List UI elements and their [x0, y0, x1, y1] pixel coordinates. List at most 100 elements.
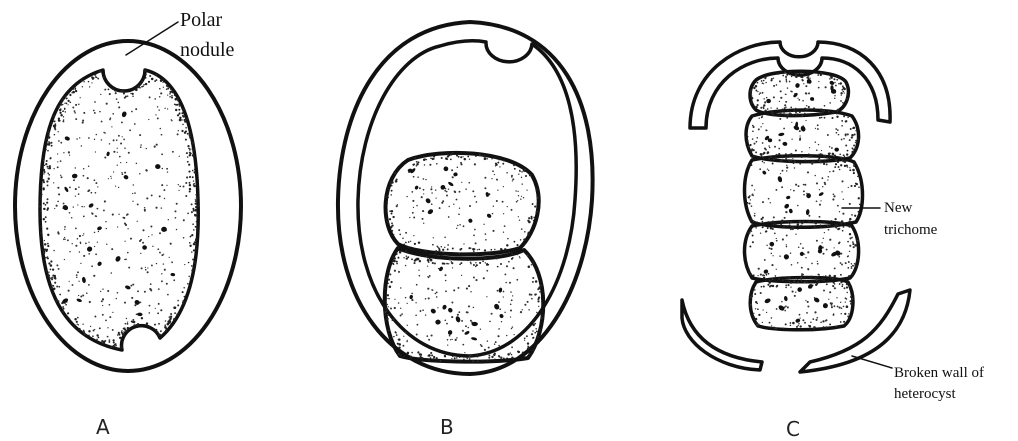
granule — [440, 360, 442, 362]
granule — [94, 316, 96, 318]
granule — [127, 323, 129, 325]
granule — [386, 278, 388, 280]
granule — [779, 255, 781, 257]
granule — [396, 334, 398, 336]
granule — [74, 112, 76, 114]
granule — [434, 262, 436, 264]
granule — [760, 274, 762, 276]
granule — [800, 325, 802, 327]
granule — [58, 118, 60, 120]
granule — [849, 245, 851, 247]
granule — [762, 274, 764, 276]
granule — [184, 119, 186, 121]
granule — [517, 254, 518, 255]
granule — [77, 204, 78, 205]
granule — [475, 266, 476, 267]
granule — [95, 192, 97, 194]
granule — [451, 316, 453, 318]
granule — [140, 83, 142, 85]
granule — [124, 172, 126, 174]
granule — [123, 217, 125, 219]
granule — [125, 323, 127, 325]
granule — [857, 176, 858, 177]
granule — [506, 172, 508, 174]
granule — [838, 134, 840, 136]
granule — [101, 139, 103, 141]
granule — [822, 253, 824, 255]
granule — [839, 283, 841, 285]
granule — [132, 321, 134, 323]
granule — [73, 206, 74, 207]
granule — [789, 277, 791, 279]
granule — [786, 165, 787, 166]
granule — [95, 151, 96, 152]
granule — [161, 273, 162, 274]
granule — [187, 289, 189, 291]
granule — [142, 229, 144, 231]
granule — [511, 357, 513, 359]
granule — [193, 262, 195, 264]
panel-c-letter: C — [786, 417, 800, 441]
granule — [469, 356, 471, 358]
granule — [94, 246, 95, 247]
granule — [765, 149, 767, 151]
granule — [173, 318, 175, 320]
granule — [468, 327, 470, 329]
granule — [854, 244, 857, 247]
granule — [458, 156, 460, 158]
granule — [762, 226, 764, 228]
granule — [756, 141, 758, 143]
granule — [512, 254, 513, 255]
granule — [763, 80, 765, 82]
granule — [855, 142, 856, 143]
granule — [823, 278, 824, 279]
granule — [154, 324, 156, 326]
granule — [795, 82, 801, 88]
granule — [813, 328, 815, 330]
granule — [828, 111, 830, 113]
granule — [395, 332, 397, 334]
granule — [846, 94, 848, 96]
granule — [497, 189, 498, 190]
granule — [832, 198, 834, 200]
granule — [832, 112, 834, 114]
granule — [521, 171, 523, 173]
granule — [176, 313, 178, 315]
granule — [783, 253, 790, 260]
granule — [169, 93, 171, 95]
granule — [807, 282, 809, 284]
granule — [57, 153, 58, 154]
granule — [392, 256, 394, 258]
granule — [55, 123, 57, 125]
granule — [432, 158, 434, 160]
granule — [828, 229, 830, 231]
granule — [764, 259, 766, 261]
granule — [76, 298, 82, 303]
granule — [64, 226, 66, 228]
granule — [457, 314, 459, 316]
granule — [442, 249, 444, 251]
granule — [386, 310, 388, 312]
granule — [388, 329, 390, 331]
granule — [484, 177, 486, 179]
granule — [425, 197, 432, 204]
granule — [74, 318, 76, 320]
granule — [762, 170, 767, 175]
granule — [124, 147, 126, 149]
granule — [828, 157, 830, 159]
granule — [439, 249, 441, 251]
granule — [753, 313, 754, 314]
granule — [83, 175, 85, 177]
granule — [854, 133, 856, 135]
granule — [164, 326, 167, 329]
granule — [765, 230, 767, 232]
granule — [78, 103, 80, 105]
granule — [109, 143, 110, 144]
granule — [46, 180, 48, 182]
granule — [477, 249, 478, 250]
granule — [72, 173, 78, 178]
granule — [64, 259, 65, 260]
granule — [830, 277, 832, 279]
granule — [151, 264, 153, 266]
granule — [435, 319, 441, 325]
